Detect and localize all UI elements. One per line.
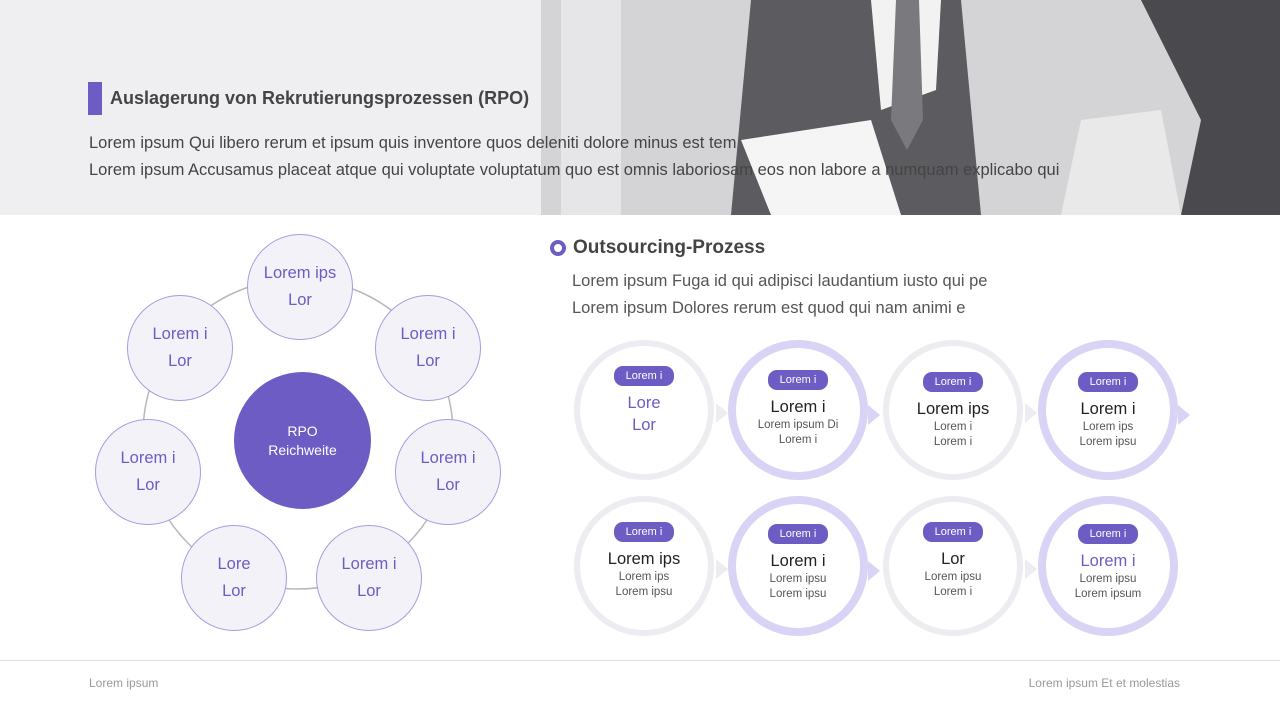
step-badge: Lorem i — [1077, 524, 1139, 544]
step-title: Lorem i — [1080, 400, 1136, 418]
step-arrow-icon — [1178, 405, 1190, 425]
step-title: Lorem ips — [607, 550, 681, 568]
wheel-petal-7: Lorem i Lor — [127, 295, 233, 401]
wheel-petal-5: Lore Lor — [181, 525, 287, 631]
section-text-line-1: Lorem ipsum Fuga id qui adipisci laudant… — [572, 272, 988, 290]
petal-label: Lorem i — [120, 449, 176, 467]
step-subtext: Lorem ipsum — [1074, 588, 1142, 600]
petal-label: Lorem i — [152, 325, 208, 343]
step-title: Lor — [941, 550, 965, 568]
step-badge: Lorem i — [767, 524, 829, 544]
header-text-line-2: Lorem ipsum Accusamus placeat atque qui … — [89, 161, 1060, 179]
page-title: Auslagerung von Rekrutierungsprozessen (… — [110, 88, 530, 108]
step-arrow-icon — [868, 561, 880, 581]
step-subtext: Lorem ips — [1082, 421, 1134, 433]
step-badge: Lorem i — [613, 366, 675, 386]
section-text-line-2: Lorem ipsum Dolores rerum est quod qui n… — [572, 299, 966, 317]
section-bullet-icon — [550, 240, 566, 256]
petal-label: Lor — [436, 476, 460, 494]
header-text-line-1: Lorem ipsum Qui libero rerum et ipsum qu… — [89, 134, 737, 152]
step-subtext: Lorem i — [933, 421, 973, 433]
petal-label: Lor — [168, 352, 192, 370]
business-meeting-photo — [541, 0, 1280, 215]
petal-label: Lore — [217, 555, 251, 573]
wheel-petal-1: Lorem ips Lor — [247, 234, 353, 340]
petal-label: Lor — [136, 476, 160, 494]
process-step-1: Lorem i Lore Lor — [574, 340, 728, 480]
hub-label: RPO — [287, 422, 318, 439]
petal-label: Lor — [357, 582, 381, 600]
process-step-2: Lorem i Lorem i Lorem ipsum Di Lorem i — [728, 340, 880, 480]
step-badge: Lorem i — [613, 522, 675, 542]
petal-label: Lorem i — [400, 325, 456, 343]
step-badge: Lorem i — [922, 372, 984, 392]
wheel-petal-2: Lorem i Lor — [375, 295, 481, 401]
step-subtext: Lorem i — [778, 434, 818, 446]
wheel-hub: RPO Reichweite — [234, 372, 371, 509]
process-step-6: Lorem i Lorem i Lorem ipsu Lorem ipsu — [728, 496, 880, 636]
step-badge: Lorem i — [1077, 372, 1139, 392]
step-title-line-2: Lor — [632, 416, 656, 434]
step-subtext: Lorem ipsu — [924, 571, 982, 583]
step-arrow-icon — [1025, 559, 1037, 579]
step-title: Lorem i — [770, 398, 826, 416]
step-title: Lorem i — [770, 552, 826, 570]
petal-label: Lor — [288, 291, 312, 309]
step-subtext: Lorem ipsu — [1079, 573, 1137, 585]
process-step-5: Lorem i Lorem ips Lorem ips Lorem ipsu — [574, 496, 728, 636]
step-badge: Lorem i — [767, 370, 829, 390]
petal-label: Lorem ips — [263, 264, 337, 282]
footer-right-text: Lorem ipsum Et et molestias — [1028, 676, 1180, 690]
section-title: Outsourcing-Prozess — [573, 237, 766, 258]
step-subtext: Lorem ipsu — [769, 588, 827, 600]
wheel-petal-3: Lorem i Lor — [395, 419, 501, 525]
process-step-7: Lorem i Lor Lorem ipsu Lorem i — [883, 496, 1037, 636]
step-arrow-icon — [1025, 403, 1037, 423]
step-arrow-icon — [868, 405, 880, 425]
step-title: Lore — [627, 394, 661, 412]
step-subtext: Lorem ipsu — [769, 573, 827, 585]
wheel-petal-4: Lorem i Lor — [316, 525, 422, 631]
step-subtext: Lorem ipsu — [615, 586, 673, 598]
footer-divider — [0, 660, 1280, 661]
process-step-8: Lorem i Lorem i Lorem ipsu Lorem ipsum — [1038, 496, 1178, 636]
petal-label: Lor — [222, 582, 246, 600]
step-subtext: Lorem i — [933, 586, 973, 598]
step-subtext: Lorem ips — [618, 571, 670, 583]
step-arrow-icon — [716, 403, 728, 423]
step-subtext: Lorem ipsu — [1079, 436, 1137, 448]
step-subtext: Lorem i — [933, 436, 973, 448]
footer-left-text: Lorem ipsum — [89, 676, 159, 690]
step-title: Lorem i — [1080, 552, 1136, 570]
step-badge: Lorem i — [922, 522, 984, 542]
process-step-4: Lorem i Lorem i Lorem ips Lorem ipsu — [1038, 340, 1190, 480]
petal-label: Lorem i — [420, 449, 476, 467]
hub-label: Reichweite — [268, 441, 337, 458]
petal-label: Lor — [416, 352, 440, 370]
step-arrow-icon — [716, 559, 728, 579]
wheel-petal-6: Lorem i Lor — [95, 419, 201, 525]
step-title: Lorem ips — [916, 400, 990, 418]
process-step-3: Lorem i Lorem ips Lorem i Lorem i — [883, 340, 1037, 480]
step-subtext: Lorem ipsum Di — [757, 419, 839, 431]
petal-label: Lorem i — [341, 555, 397, 573]
title-accent-bar — [88, 82, 102, 115]
